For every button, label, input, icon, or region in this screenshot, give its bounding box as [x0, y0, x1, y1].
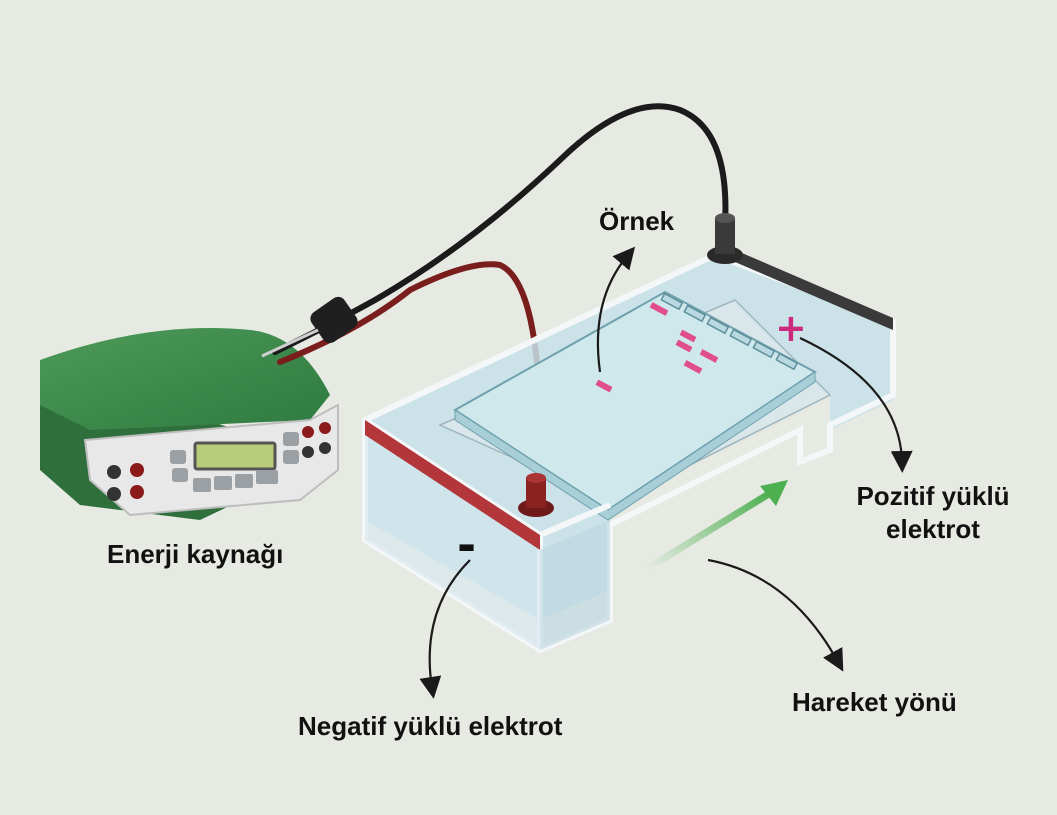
callout-arrows [419, 246, 913, 699]
negative-electrode-strip [365, 420, 540, 550]
power-supply-buttons [170, 432, 299, 492]
power-supply-jacks [107, 422, 331, 501]
negative-callout [419, 559, 471, 699]
cable-clip [310, 296, 358, 344]
positive-electrode-label: Pozitif yüklü elektrot [838, 480, 1028, 546]
positive-electrode-label-line1: Pozitif yüklü [856, 481, 1010, 511]
gel-tank [362, 213, 896, 654]
negative-electrode-label: Negatif yüklü elektrot [298, 711, 563, 741]
sample-label: Örnek [599, 206, 675, 236]
sample-callout [596, 246, 636, 373]
positive-post [707, 213, 743, 264]
gel-wells [660, 292, 799, 371]
positive-cable [272, 103, 729, 355]
sample-bands [595, 302, 719, 393]
power-supply [40, 328, 339, 520]
positive-callout [799, 337, 913, 473]
power-supply-display [193, 441, 277, 471]
power-supply-label: Enerji kaynağı [107, 539, 284, 569]
negative-post [518, 473, 554, 517]
positive-electrode-strip [735, 250, 893, 330]
direction-callout [707, 558, 844, 672]
direction-arrow [644, 480, 788, 572]
direction-label: Hareket yönü [792, 687, 957, 717]
power-supply-top [40, 328, 330, 430]
negative-sign: - [457, 518, 477, 572]
positive-sign: + [775, 306, 807, 350]
positive-electrode-label-line2: elektrot [886, 514, 980, 544]
